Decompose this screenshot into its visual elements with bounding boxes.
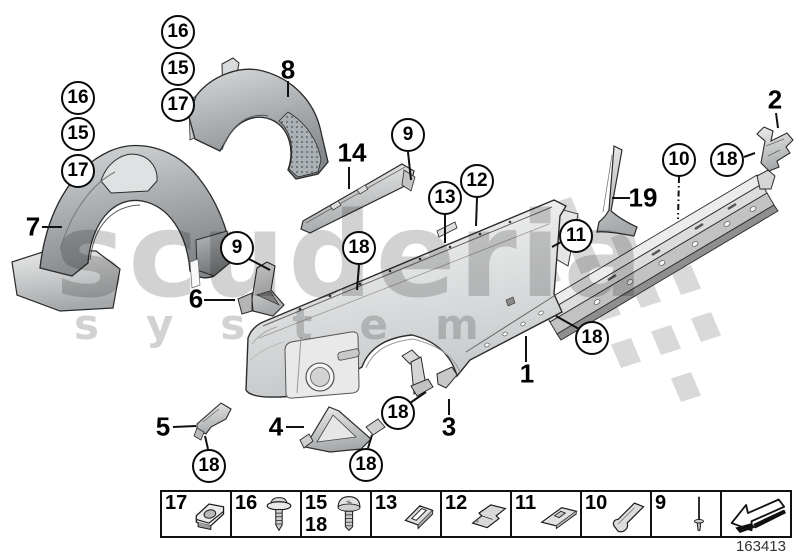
part-3-bracket[interactable]	[401, 349, 458, 397]
legend-cell-arrow[interactable]	[720, 492, 790, 536]
part-6-9-bracket-assembly[interactable]	[237, 261, 285, 317]
callout-11[interactable]: 11	[559, 219, 593, 253]
diagram-number: 163413	[735, 538, 786, 555]
part-2-bracket[interactable]	[756, 126, 794, 172]
part-1-side-panel[interactable]	[245, 199, 567, 399]
callout-14[interactable]: 14	[337, 137, 367, 168]
part-8-rear-wheelarch-cover[interactable]	[188, 57, 329, 180]
callout-7[interactable]: 7	[25, 211, 41, 242]
callout-17[interactable]: 17	[61, 154, 95, 188]
callout-18[interactable]: 18	[710, 143, 744, 177]
callout-18[interactable]: 18	[192, 449, 226, 483]
callout-16[interactable]: 16	[61, 81, 95, 115]
callout-12[interactable]: 12	[460, 164, 494, 198]
callout-4[interactable]: 4	[268, 411, 284, 442]
clip-nut-icon	[189, 494, 229, 534]
legend-cell-label: 17	[165, 492, 188, 514]
callout-10[interactable]: 10	[662, 143, 696, 177]
callout-18[interactable]: 18	[349, 448, 383, 482]
callout-18[interactable]: 18	[381, 396, 415, 430]
direction-arrow-icon	[728, 494, 786, 534]
callout-2[interactable]: 2	[767, 84, 783, 115]
washer-screw-icon	[259, 494, 299, 534]
legend-cell-9[interactable]: 9	[650, 492, 720, 536]
callout-6[interactable]: 6	[188, 283, 204, 314]
callout-8[interactable]: 8	[280, 54, 296, 85]
part-rocker-sill[interactable]	[539, 169, 779, 341]
flat-plate-icon	[539, 494, 579, 534]
pan-screw-icon	[329, 494, 369, 534]
callout-15[interactable]: 15	[61, 117, 95, 151]
legend-cell-13[interactable]: 13	[370, 492, 440, 536]
z-bracket-icon	[469, 494, 509, 534]
callout-9[interactable]: 9	[391, 118, 425, 152]
legend-cell-label: 11	[515, 492, 537, 514]
legend-cell-label: 13	[375, 492, 398, 514]
part-19-pillar-trim[interactable]	[596, 145, 638, 237]
legend-cell-17[interactable]: 17	[162, 492, 230, 536]
callout-13[interactable]: 13	[428, 181, 462, 215]
part-14-bracket-strip[interactable]	[300, 163, 416, 234]
callout-19[interactable]: 19	[628, 182, 658, 213]
legend-cell-label: 9	[655, 492, 667, 514]
legend-cell-12[interactable]: 12	[440, 492, 510, 536]
part-5-bracket[interactable]	[193, 402, 232, 441]
legend-cell-label: 16	[235, 492, 258, 514]
rivet-icon	[679, 494, 719, 534]
legend-cell-11[interactable]: 11	[510, 492, 580, 536]
legend-cell-label: 12	[445, 492, 468, 514]
callout-18[interactable]: 18	[575, 321, 609, 355]
leader-lines	[42, 81, 779, 450]
part-4-bracket[interactable]	[299, 406, 386, 453]
callout-18[interactable]: 18	[342, 231, 376, 265]
callout-17[interactable]: 17	[161, 88, 195, 122]
u-clip-icon	[399, 494, 439, 534]
legend-cell-label: 10	[585, 492, 608, 514]
callout-9[interactable]: 9	[220, 231, 254, 265]
callout-15[interactable]: 15	[161, 52, 195, 86]
legend-cell-10[interactable]: 10	[580, 492, 650, 536]
callout-5[interactable]: 5	[155, 411, 171, 442]
callout-3[interactable]: 3	[441, 411, 457, 442]
callout-16[interactable]: 16	[161, 15, 195, 49]
callout-1[interactable]: 1	[519, 358, 535, 389]
legend-cell-16[interactable]: 16	[230, 492, 300, 536]
hook-bracket-icon	[609, 494, 649, 534]
